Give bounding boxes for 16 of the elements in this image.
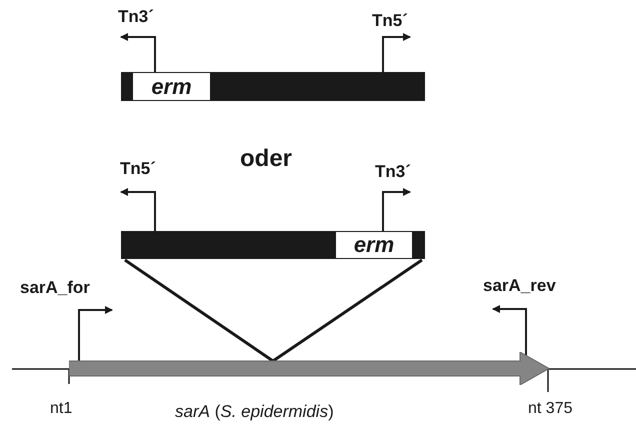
transposon-bar (121, 72, 425, 101)
insertion-line (124, 258, 274, 362)
primer-label: sarA_for (20, 279, 90, 296)
primer-label: Tn5´ (372, 12, 408, 29)
insertion-line (272, 258, 423, 362)
primer-label: sarA_rev (483, 277, 556, 294)
gene-name-label: sarA (S. epidermidis) (175, 403, 334, 420)
conjunction-label: oder (240, 147, 292, 171)
primer-label: Tn3´ (118, 8, 154, 25)
gene-label: erm (336, 232, 412, 258)
primer-label: Tn3´ (375, 163, 411, 180)
position-label: nt 375 (528, 401, 572, 417)
gene-label: erm (133, 73, 210, 100)
primer-label: Tn5´ (120, 160, 156, 177)
transposon-bar (121, 231, 425, 259)
position-label: nt1 (50, 401, 72, 417)
